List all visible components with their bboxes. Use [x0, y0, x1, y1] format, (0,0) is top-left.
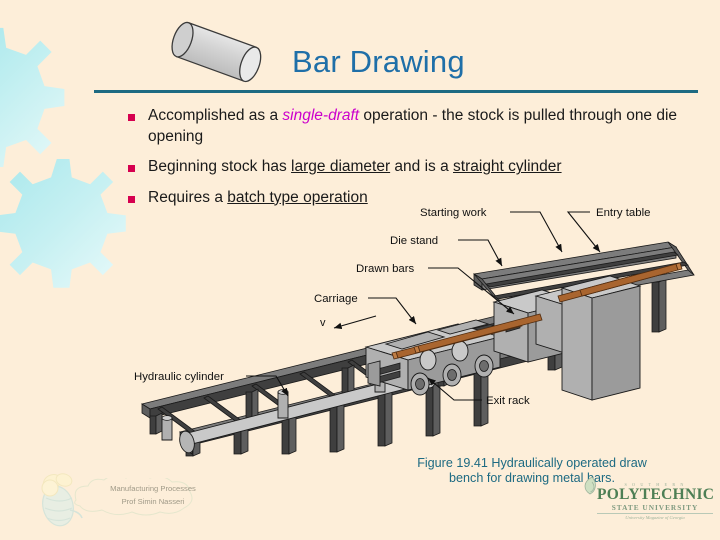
footer-course: Manufacturing Processes — [110, 484, 196, 493]
cylinder-icon — [171, 21, 262, 83]
footer-instructor: Prof Simin Nasseri — [121, 496, 185, 506]
footer-credit: Manufacturing Processes Prof Simin Nasse… — [78, 483, 228, 509]
caption-line-1: Figure 19.41 Hydraulically operated draw — [417, 456, 647, 470]
bullet-text: Accomplished as a single-draft operation… — [148, 107, 678, 145]
university-logo: S O U T H E R N POLYTECHNIC STATE UNIVER… — [584, 476, 715, 530]
drawn-bars — [391, 262, 683, 360]
label-drawn-bars: Drawn bars — [356, 263, 415, 275]
figure-caption: Figure 19.41 Hydraulically operated draw… — [382, 456, 682, 487]
title-divider — [94, 90, 698, 93]
bullet-underline: straight cylinder — [453, 158, 562, 176]
logo-subtitle: STATE UNIVERSITY — [611, 502, 699, 512]
bullet-emphasis: single-draft — [282, 107, 360, 124]
footer-cloud-shape — [74, 478, 193, 516]
label-entry-table: Entry table — [596, 207, 650, 219]
label-hydraulic-cylinder: Hydraulic cylinder — [134, 371, 224, 383]
bullet-underline: batch type operation — [227, 188, 368, 206]
bullet-underline: large diameter — [291, 158, 391, 176]
gears-decoration — [0, 27, 126, 288]
bullet-text: Beginning stock has large diameter and i… — [148, 158, 562, 176]
logo-tagline: University Magazine of Georgia — [597, 512, 713, 520]
list-item: Accomplished as a single-draft operation… — [128, 106, 688, 147]
label-starting-work: Starting work — [420, 207, 487, 219]
list-item: Requires a batch type operation — [128, 188, 688, 209]
bullet-marker-icon — [128, 114, 135, 121]
page-title: Bar Drawing — [292, 44, 465, 79]
bullet-list: Accomplished as a single-draft operation… — [128, 106, 688, 218]
label-die-stand: Die stand — [390, 235, 438, 247]
gear-lower — [0, 158, 126, 288]
bullet-marker-icon — [128, 165, 135, 173]
logo-name: POLYTECHNIC — [597, 486, 715, 503]
figure-labels: Starting work Entry table Die stand Draw… — [134, 207, 650, 407]
caption-line-2: bench for drawing metal bars. — [449, 471, 615, 486]
label-exit-rack: Exit rack — [486, 395, 530, 407]
bullet-text: Requires a batch type operation — [148, 188, 368, 206]
list-item: Beginning stock has large diameter and i… — [128, 157, 688, 178]
bee-mascot-icon — [41, 473, 83, 527]
label-velocity: v — [320, 317, 326, 329]
draw-bench-figure: .lbl{font-family:"Liberation Sans",sans-… — [134, 207, 695, 457]
bullet-marker-icon — [128, 195, 135, 203]
logo-top-text: S O U T H E R N — [624, 482, 686, 487]
gear-upper — [0, 27, 65, 168]
flame-icon — [584, 476, 596, 495]
label-carriage: Carriage — [314, 293, 358, 305]
